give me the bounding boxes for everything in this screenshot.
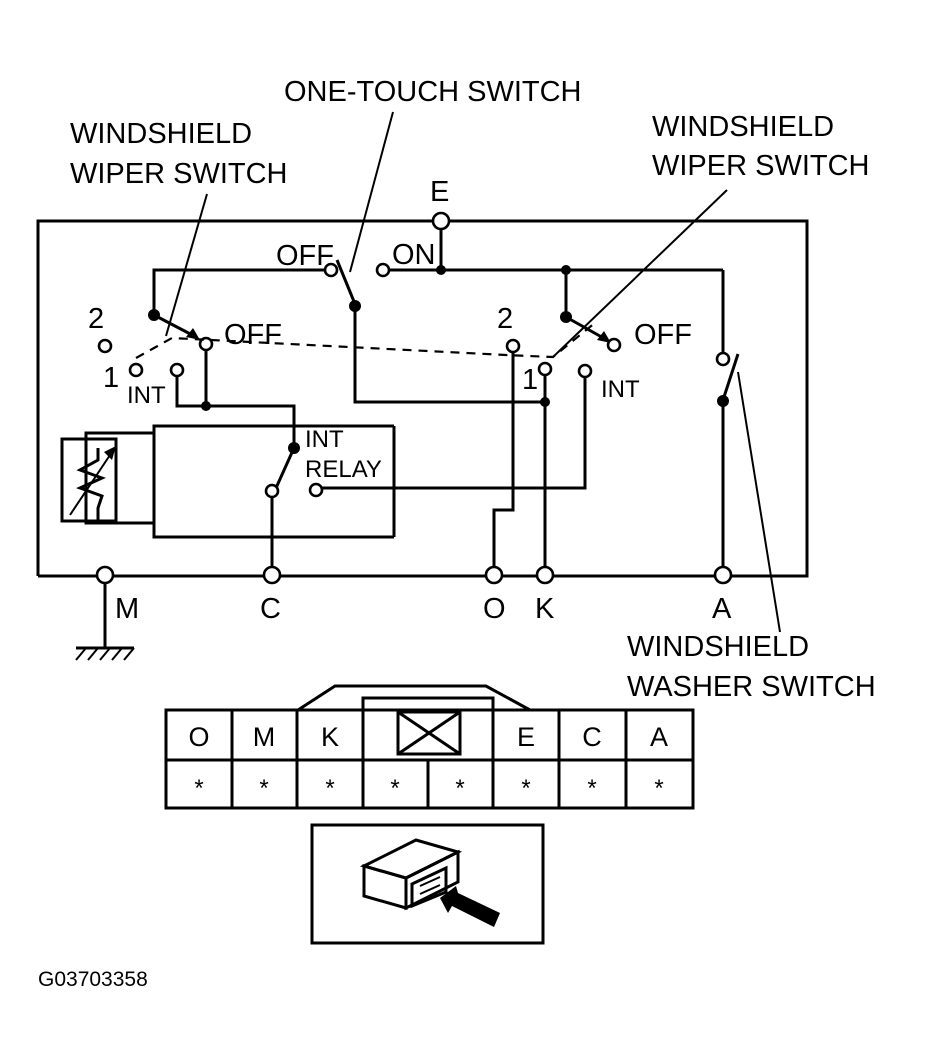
connector-cell: *	[325, 775, 334, 802]
washer-contact	[715, 351, 731, 367]
left-wiper-switch: 2 1 INT OFF	[88, 303, 296, 446]
unused-pin-x-icon	[396, 710, 462, 756]
left-off-label: OFF	[224, 319, 282, 351]
left-wiper-switch-leader	[165, 193, 208, 337]
washer-switch-leader	[737, 371, 781, 633]
int-relay-contact-int	[308, 482, 324, 498]
left-pos2-contact	[97, 338, 113, 354]
right-pos2-wire	[492, 352, 515, 567]
left-wiper-switch-label-line2: WIPER SWITCH	[70, 158, 288, 190]
resistor-variable-arrow	[69, 451, 113, 516]
connector-cell: *	[455, 775, 464, 802]
connector-key-outline	[297, 684, 531, 712]
int-relay-contact-c	[264, 483, 280, 499]
left-pos2-label: 2	[88, 303, 104, 335]
terminal-m	[95, 565, 115, 585]
one-touch-switch-callout: ONE-TOUCH SWITCH	[284, 76, 582, 273]
right-wiper-arrow-icon	[597, 331, 611, 343]
right-int-wire	[321, 377, 587, 490]
right-pos2-contact	[505, 338, 521, 354]
one-touch-switch-label: ONE-TOUCH SWITCH	[284, 76, 582, 108]
resistor-module-inner	[84, 431, 156, 525]
terminal-e-label: E	[430, 176, 449, 208]
int-relay-label-line1: INT	[305, 426, 344, 453]
bottom-terminals: M C O K A	[75, 565, 733, 661]
ground-icon	[75, 646, 135, 661]
int-relay-label-line2: RELAY	[305, 456, 382, 483]
right-pos1-junction	[540, 397, 550, 407]
right-wiper-switch-leader	[552, 189, 728, 358]
left-off-junction	[201, 401, 211, 411]
locator-frame	[310, 823, 545, 945]
left-int-contact	[169, 362, 185, 378]
right-int-label: INT	[601, 376, 640, 403]
left-int-wire	[175, 376, 296, 446]
connector-pin-c: C	[582, 722, 602, 752]
connector-pin-a: A	[650, 722, 668, 752]
connector-locator	[310, 823, 545, 945]
terminal-k-label: K	[535, 593, 555, 625]
right-pos2-label: 2	[497, 303, 513, 335]
right-int-contact	[577, 363, 593, 379]
int-relay: INT RELAY	[60, 424, 396, 567]
one-touch-off-label: OFF	[276, 240, 334, 272]
washer-switch-label-line1: WINDSHIELD	[627, 631, 809, 663]
connector-pin-k: K	[321, 722, 339, 752]
washer-switch-callout: WINDSHIELD WASHER SWITCH	[627, 371, 876, 703]
washer-switch-label-line2: WASHER SWITCH	[627, 671, 876, 703]
terminal-k	[535, 565, 555, 585]
one-touch-blade	[335, 259, 357, 305]
connector-cell: *	[259, 775, 268, 802]
one-touch-off-wire	[152, 268, 325, 312]
right-off-label: OFF	[634, 319, 692, 351]
one-touch-common-wire	[353, 306, 545, 404]
right-pos1-label: 1	[522, 364, 538, 396]
connector-cell: *	[521, 775, 530, 802]
connector-block-icon	[359, 838, 463, 911]
connector-cell: *	[587, 775, 596, 802]
terminal-o	[484, 565, 504, 585]
terminal-o-label: O	[483, 593, 506, 625]
terminal-m-label: M	[115, 593, 139, 625]
one-touch-switch: OFF ON	[152, 239, 545, 404]
right-wiper-switch-label-line1: WINDSHIELD	[652, 111, 834, 143]
terminal-a-label: A	[712, 593, 732, 625]
resistor-arrow-head-icon	[104, 446, 116, 460]
left-pos1-contact	[128, 362, 144, 378]
connector-pin-o: O	[188, 722, 209, 752]
right-wiper-switch: OFF 2 1 INT	[321, 270, 692, 567]
terminal-c-label: C	[260, 593, 281, 625]
int-relay-blade	[274, 447, 296, 489]
connector-cell: *	[390, 775, 399, 802]
left-wiper-switch-label-line1: WINDSHIELD	[70, 118, 252, 150]
connector-pin-e: E	[517, 722, 535, 752]
connector-pin-m: M	[253, 722, 276, 752]
resistor-module-outer	[60, 437, 118, 523]
switch-linkage-dashed	[135, 321, 597, 359]
connector-cell: *	[194, 775, 203, 802]
washer-switch	[715, 270, 740, 567]
right-pos1-contact	[537, 361, 553, 377]
right-off-contact	[606, 337, 622, 353]
one-touch-on-contact	[375, 262, 391, 278]
left-int-label: INT	[127, 382, 166, 409]
washer-blade	[721, 353, 740, 401]
one-touch-on-label: ON	[392, 239, 436, 271]
right-wiper-switch-callout: WINDSHIELD WIPER SWITCH	[552, 111, 870, 358]
connector-face: O M K E C A * * * * * * * *	[164, 684, 695, 810]
terminal-a	[713, 565, 733, 585]
terminal-c	[262, 565, 282, 585]
one-touch-off-contact	[323, 262, 339, 278]
connector-key-block	[361, 696, 495, 762]
terminal-e	[431, 211, 451, 231]
locator-arrow-icon	[440, 886, 500, 927]
reference-code: G03703358	[38, 968, 148, 991]
right-wiper-switch-label-line2: WIPER SWITCH	[652, 150, 870, 182]
left-wiper-arrow-icon	[186, 328, 200, 340]
connector-cell: *	[654, 775, 663, 802]
one-touch-switch-leader	[349, 111, 394, 273]
left-pos1-label: 1	[103, 362, 119, 394]
left-wiper-switch-callout: WINDSHIELD WIPER SWITCH	[70, 118, 288, 337]
